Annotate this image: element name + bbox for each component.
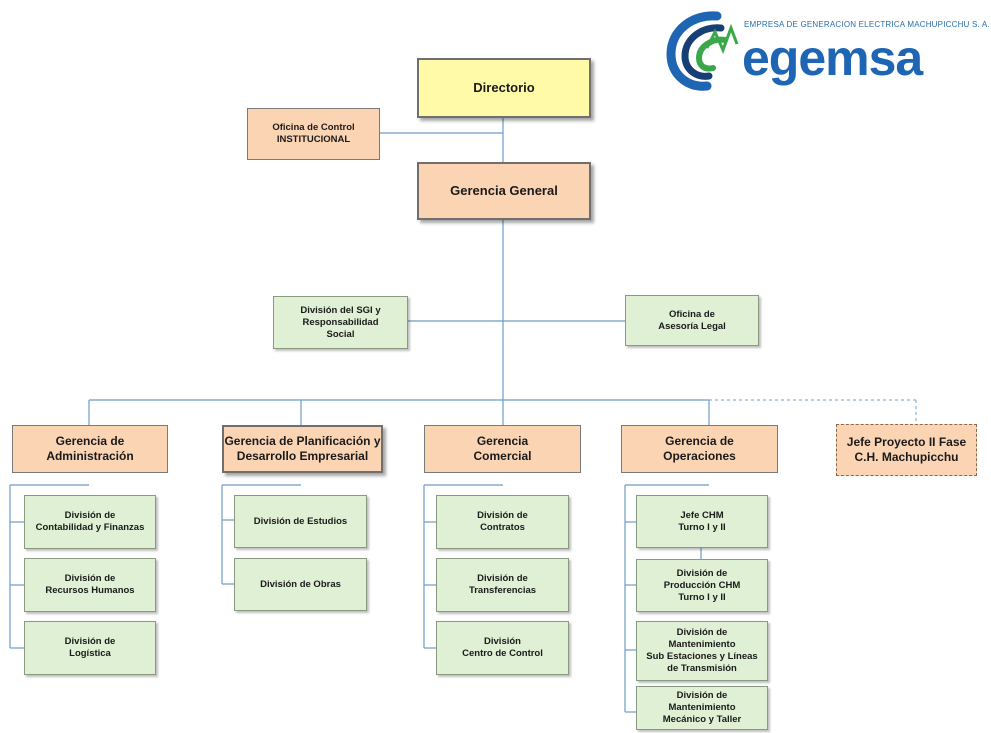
node-division-contabilidad: División de Contabilidad y Finanzas bbox=[24, 495, 156, 549]
node-label-line: División de bbox=[477, 573, 528, 584]
node-division-sgi: División del SGI y Responsabilidad Socia… bbox=[273, 296, 408, 349]
node-label-line: de Transmisión bbox=[667, 663, 737, 674]
node-label-line: Administración bbox=[46, 449, 134, 463]
node-directorio: Directorio bbox=[417, 58, 591, 118]
node-label-line: División de bbox=[676, 690, 728, 701]
node-gerencia-comercial: Gerencia Comercial bbox=[424, 425, 581, 473]
node-label-line: División de bbox=[676, 627, 728, 638]
node-label-line: Mecánico y Taller bbox=[662, 714, 742, 725]
node-division-obras: División de Obras bbox=[234, 558, 367, 611]
node-label-line: Gerencia de bbox=[55, 434, 125, 448]
node-label-line: Contabilidad y Finanzas bbox=[35, 522, 145, 533]
node-division-mant-subestaciones: División de Mantenimiento Sub Estaciones… bbox=[636, 621, 768, 681]
node-label-line: División de bbox=[477, 510, 528, 521]
node-label-line: Sub Estaciones y Líneas bbox=[646, 651, 758, 662]
node-label-line: División de bbox=[64, 510, 116, 521]
node-label-line: Logística bbox=[69, 648, 111, 659]
node-label-line: División de bbox=[64, 636, 116, 647]
node-label-line: Turno I y II bbox=[678, 521, 726, 533]
node-label-line: C.H. Machupicchu bbox=[854, 450, 959, 464]
node-label-line: INSTITUCIONAL bbox=[276, 134, 351, 145]
node-label-line: División de bbox=[676, 567, 728, 579]
company-wordmark: egemsa bbox=[742, 30, 923, 86]
node-label-line: Jefe CHM bbox=[680, 509, 724, 521]
node-label-line: División del SGI y bbox=[300, 304, 381, 316]
swirl-logo-icon bbox=[666, 11, 739, 91]
node-label-line: División bbox=[484, 636, 521, 647]
node-label-line: Oficina de Control bbox=[272, 122, 355, 133]
node-gerencia-planificacion: Gerencia de Planificación y Desarrollo E… bbox=[222, 425, 383, 473]
node-label-line: Mantenimiento bbox=[668, 702, 736, 713]
node-label-line: Producción CHM bbox=[663, 579, 741, 591]
node-division-contratos: División de Contratos bbox=[436, 495, 569, 549]
node-label-line: Responsabilidad bbox=[302, 316, 379, 328]
node-label-line: Turno I y II bbox=[678, 591, 726, 603]
node-jefe-proyecto: Jefe Proyecto II Fase C.H. Machupicchu bbox=[836, 424, 977, 476]
node-gerencia-administracion: Gerencia de Administración bbox=[12, 425, 168, 473]
node-label-line: Recursos Humanos bbox=[45, 585, 135, 596]
node-directorio-label: Directorio bbox=[473, 80, 535, 95]
node-asesoria-legal: Oficina de Asesoría Legal bbox=[625, 295, 759, 346]
node-label-line: División de bbox=[64, 573, 116, 584]
node-division-centro-control: División Centro de Control bbox=[436, 621, 569, 675]
node-label-line: Contratos bbox=[480, 522, 525, 533]
node-jefe-chm: Jefe CHM Turno I y II bbox=[636, 495, 768, 548]
node-label-line: División de Estudios bbox=[253, 515, 348, 527]
node-label-line: Oficina de bbox=[669, 308, 715, 320]
node-gerencia-general: Gerencia General bbox=[417, 162, 591, 220]
node-oficina-control: Oficina de Control INSTITUCIONAL bbox=[247, 108, 380, 160]
node-label-line: Gerencia bbox=[476, 434, 529, 448]
node-label-line: Asesoría Legal bbox=[658, 320, 726, 332]
node-label-line: Jefe Proyecto II Fase bbox=[846, 435, 967, 449]
node-division-estudios: División de Estudios bbox=[234, 495, 367, 548]
node-division-rrhh: División de Recursos Humanos bbox=[24, 558, 156, 612]
node-label-line: Transferencias bbox=[468, 585, 537, 596]
company-full-name: EMPRESA DE GENERACION ELECTRICA MACHUPIC… bbox=[744, 20, 990, 29]
node-division-transferencias: División de Transferencias bbox=[436, 558, 569, 612]
node-label-line: Operaciones bbox=[663, 449, 736, 463]
node-label-line: Comercial bbox=[473, 449, 532, 463]
node-label-line: Gerencia de bbox=[665, 434, 734, 448]
node-label-line: Desarrollo Empresarial bbox=[236, 449, 369, 463]
node-label-line: División de Obras bbox=[260, 578, 341, 590]
node-division-produccion: División de Producción CHM Turno I y II bbox=[636, 559, 768, 612]
node-label-line: Social bbox=[326, 328, 355, 340]
node-gerencia-operaciones: Gerencia de Operaciones bbox=[621, 425, 778, 473]
node-gerencia-general-label: Gerencia General bbox=[450, 183, 558, 198]
node-division-logistica: División de Logística bbox=[24, 621, 156, 675]
node-division-mant-mecanico: División de Mantenimiento Mecánico y Tal… bbox=[636, 686, 768, 730]
node-label-line: Mantenimiento bbox=[668, 639, 736, 650]
node-label-line: Gerencia de Planificación y bbox=[224, 434, 381, 448]
node-label-line: Centro de Control bbox=[462, 648, 543, 659]
